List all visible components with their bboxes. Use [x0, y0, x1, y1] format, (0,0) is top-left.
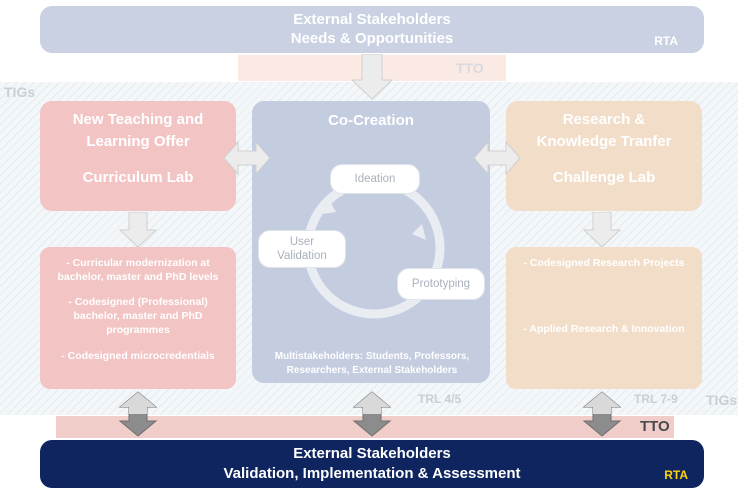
teaching-outputs-box: - Curricular modernization at bachelor, … — [40, 247, 236, 389]
top-rta-tag: RTA — [654, 34, 678, 48]
bottom-stakeholders-bar: External Stakeholders Validation, Implem… — [40, 440, 704, 488]
vertical-double-arrow-left — [118, 391, 158, 437]
tto-top-label: TTO — [456, 60, 484, 76]
tigs-right-label: TIGs — [706, 392, 738, 408]
teaching-offer-box: New Teaching and Learning Offer Curricul… — [40, 101, 236, 211]
teaching-item-2: - Codesigned (Professional) bachelor, ma… — [68, 296, 208, 336]
trl-left-label: TRL 4/5 — [418, 392, 462, 406]
down-arrow-left — [118, 212, 158, 248]
research-title1: Research & — [562, 111, 646, 128]
top-line2: Needs & Opportunities — [290, 30, 454, 47]
tto-bottom-label: TTO — [640, 418, 670, 435]
double-arrow-left — [223, 140, 271, 176]
curriculum-lab-label: Curriculum Lab — [82, 169, 194, 186]
research-item-2: - Applied Research & Innovation — [523, 323, 685, 335]
co-creation-box: Co-Creation — [252, 101, 490, 383]
vertical-double-arrow-right — [582, 391, 622, 437]
challenge-lab-label: Challenge Lab — [552, 169, 656, 186]
research-transfer-box: Research & Knowledge Tranfer Challenge L… — [506, 101, 702, 211]
cycle-node-user-validation: User Validation — [258, 230, 346, 268]
teaching-title2: Learning Offer — [86, 133, 190, 150]
down-arrow-top — [350, 54, 394, 100]
bottom-line2: Validation, Implementation & Assessment — [223, 465, 521, 482]
top-line1: External Stakeholders — [293, 11, 451, 28]
cycle-node-prototyping: Prototyping — [397, 268, 485, 300]
down-arrow-right — [582, 212, 622, 248]
bottom-line1: External Stakeholders — [293, 445, 451, 462]
tigs-left-label: TIGs — [4, 84, 36, 100]
research-title2: Knowledge Tranfer — [536, 133, 672, 150]
trl-right-label: TRL 7-9 — [634, 392, 678, 406]
double-arrow-right — [473, 140, 521, 176]
teaching-item-1: - Curricular modernization at bachelor, … — [57, 257, 219, 283]
research-outputs-box: - Codesigned Research Projects - Applied… — [506, 247, 702, 389]
top-stakeholders-bar: External Stakeholders Needs & Opportunit… — [40, 6, 704, 53]
co-creation-title: Co-Creation — [328, 112, 414, 129]
multistakeholders-text: Multistakeholders: Students, Professors,… — [274, 351, 470, 376]
teaching-title1: New Teaching and — [72, 111, 204, 128]
bottom-rta-tag: RTA — [664, 468, 688, 482]
research-item-1: - Codesigned Research Projects — [523, 257, 685, 269]
cycle-node-ideation: Ideation — [330, 164, 420, 194]
teaching-item-3: - Codesigned microcredentials — [61, 350, 215, 362]
vertical-double-arrow-center — [352, 391, 392, 437]
